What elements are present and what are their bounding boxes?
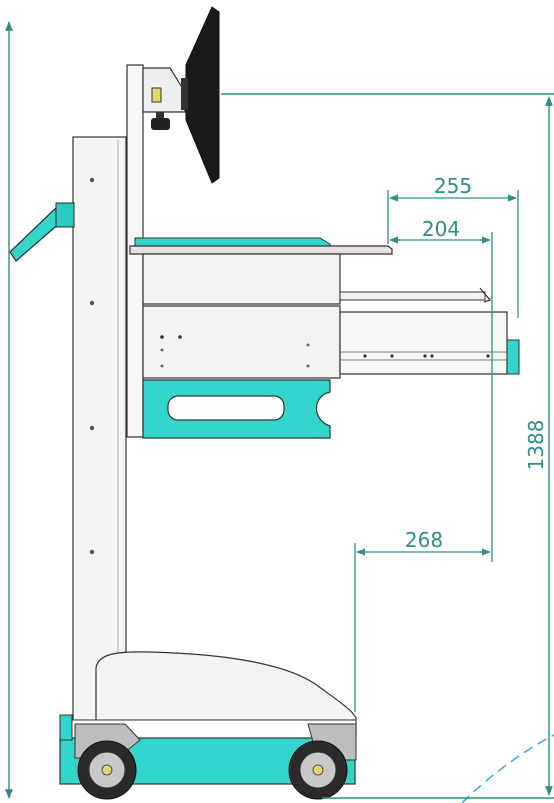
dim-label-drawer-depth-top: 255 <box>434 174 472 198</box>
cabinet-support-bracket <box>142 379 331 439</box>
rear-caster <box>288 723 357 800</box>
worksurface <box>129 237 393 255</box>
dim-label-overall-height: 1550 <box>0 375 2 426</box>
dim-label-drawer-depth-mid: 204 <box>422 217 460 241</box>
front-caster <box>74 723 141 800</box>
dimension-overall-height: 1550 <box>0 21 13 799</box>
dimension-drawer-depth-mid: 204 <box>389 217 493 562</box>
push-handle <box>9 202 75 262</box>
keyboard-tray <box>339 287 492 303</box>
dimension-base-offset: 268 <box>354 528 491 712</box>
main-column <box>72 136 127 738</box>
monitor <box>181 6 220 184</box>
monitor-mount <box>142 67 186 130</box>
dim-label-base-offset: 268 <box>405 528 443 552</box>
dimension-screen-height: 1388 <box>221 93 554 799</box>
cabinet <box>142 253 341 379</box>
drawer-slide <box>339 311 520 375</box>
dim-label-screen-height: 1388 <box>524 420 548 471</box>
floor-arc <box>461 734 554 803</box>
dimension-drawer-depth-top: 255 <box>387 174 519 318</box>
